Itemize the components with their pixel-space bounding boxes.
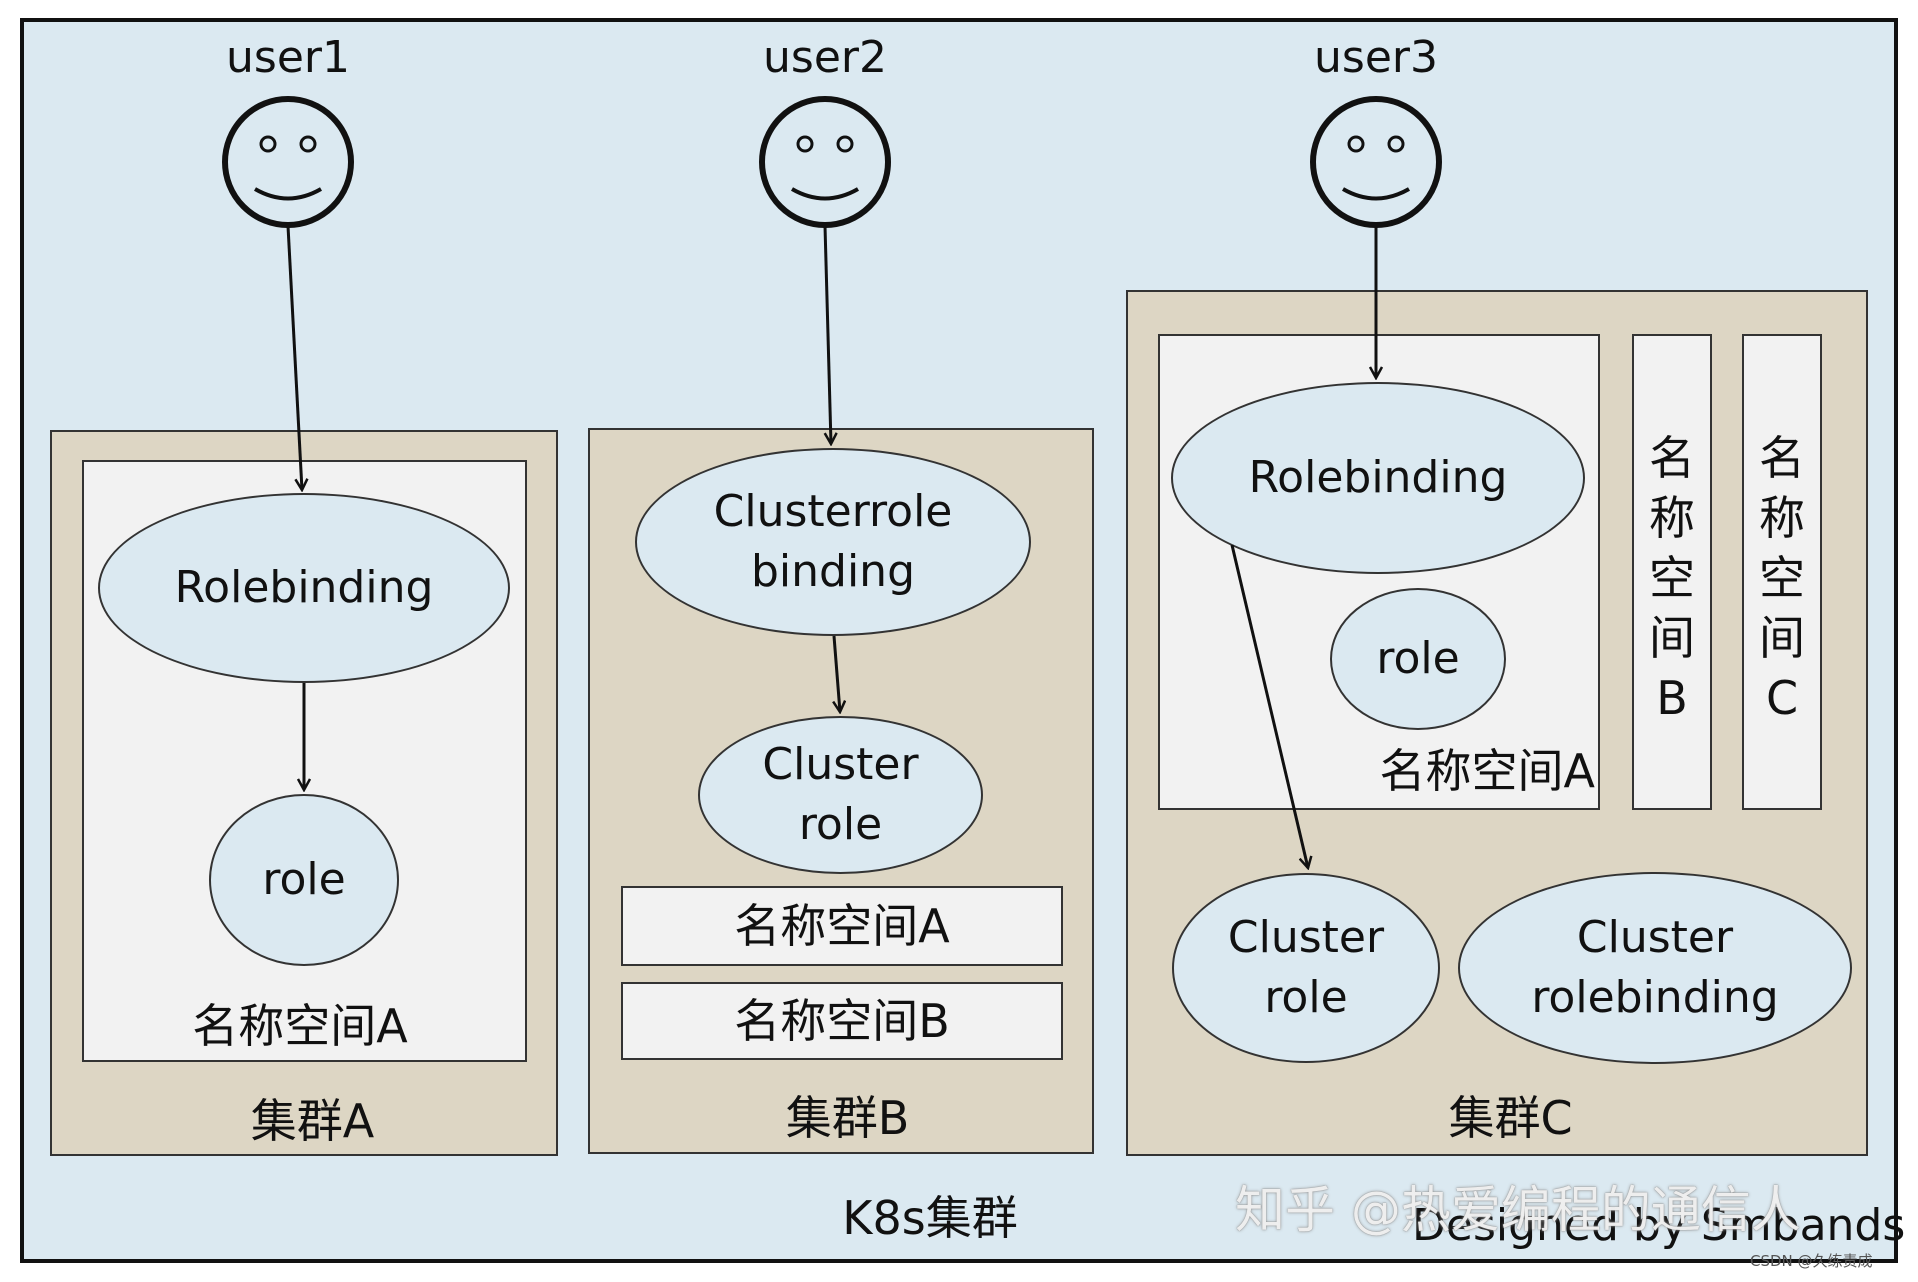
cluster-c-cluster-rolebinding-node: Cluster rolebinding <box>1458 872 1852 1064</box>
user3-smiley-icon <box>1310 96 1442 228</box>
user3-label: user3 <box>1314 32 1438 83</box>
cluster-c-rolebinding-node: Rolebinding <box>1171 382 1585 574</box>
arrow-rolebinding-to-cluster-role-c <box>1230 544 1308 868</box>
cluster-b-namespace-a-box: 名称空间A <box>621 886 1063 966</box>
designer-credit: Designed by Smbands <box>1412 1200 1906 1251</box>
user1-label: user1 <box>226 32 350 83</box>
cluster-c-namespace-c-label: 名称空间C <box>1759 431 1805 725</box>
arrow-user1-to-rolebinding <box>286 225 302 490</box>
cluster-b-label: 集群B <box>785 1091 910 1145</box>
cluster-a-rolebinding-node: Rolebinding <box>98 493 510 683</box>
arrow-user2-to-clusterrole-binding <box>823 225 831 444</box>
cluster-a-label: 集群A <box>250 1094 375 1148</box>
cluster-a-namespace-a-label: 名称空间A <box>192 999 408 1053</box>
cluster-c-cluster-role-node: Cluster role <box>1172 873 1440 1063</box>
cluster-c-label: 集群C <box>1448 1091 1573 1145</box>
arrow-binding-to-cluster-role-b <box>834 635 840 712</box>
cluster-b-namespace-b-box: 名称空间B <box>621 982 1063 1060</box>
cluster-a-role-node: role <box>209 794 399 966</box>
zhihu-watermark: 知乎 @热爱编程的通信人 <box>1235 1181 1801 1239</box>
cluster-c-role-node: role <box>1330 588 1506 730</box>
k8s-cluster-label: K8s集群 <box>842 1191 1018 1245</box>
user2-smiley-icon <box>759 96 891 228</box>
cluster-b-cluster-role-node: Cluster role <box>698 716 983 874</box>
user1-smiley-icon <box>222 96 354 228</box>
cluster-c-namespace-a-label: 名称空间A <box>1379 744 1595 798</box>
cluster-c-namespace-b-label: 名称空间B <box>1649 431 1695 725</box>
csdn-watermark: CSDN @久练责成 <box>1750 1252 1873 1270</box>
cluster-c-namespace-b-box: 名称空间B <box>1632 334 1712 810</box>
cluster-c-namespace-c-box: 名称空间C <box>1742 334 1822 810</box>
user2-label: user2 <box>763 32 887 83</box>
cluster-b-clusterrole-binding-node: Clusterrole binding <box>635 448 1031 636</box>
